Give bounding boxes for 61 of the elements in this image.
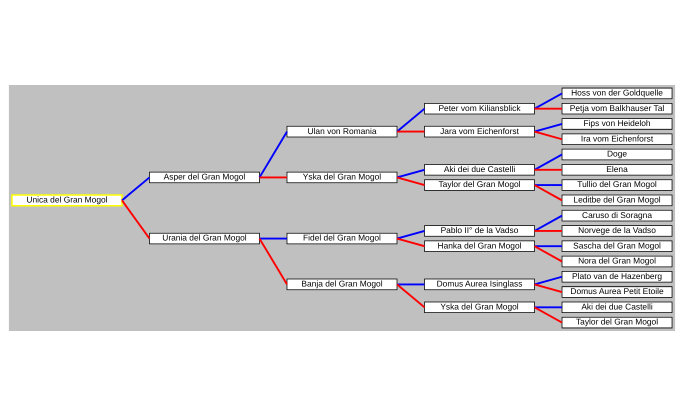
node-box: Jara vom Eichenforst (424, 126, 535, 138)
node-box: Caruso di Soragna (562, 210, 672, 222)
connector (396, 284, 426, 308)
connector (534, 184, 562, 202)
node-box: Asper del Gran Mogol (149, 172, 260, 184)
connector (534, 283, 562, 293)
connector (260, 176, 287, 178)
connector (534, 230, 562, 232)
node-box: Hoss von der Goldquelle (562, 88, 672, 100)
node-box: Domus Aurea Petit Etoile (562, 286, 672, 298)
connector (534, 108, 562, 110)
connector (396, 108, 426, 132)
node-box: Unica del Gran Mogol (11, 194, 123, 206)
connector (534, 130, 562, 140)
node-box: Urania del Gran Mogol (149, 232, 260, 244)
node-box: Yska del Gran Mogol (286, 172, 398, 184)
node-box: Domus Aurea Isinglass (424, 278, 535, 290)
connector (396, 230, 425, 240)
node-box: Tullio del Gran Mogol (562, 179, 672, 191)
connector (534, 306, 562, 324)
connector (397, 130, 424, 133)
node-box: Ira vom Eichenforst (562, 134, 672, 145)
node-box: Aki dei due Castelli (424, 164, 535, 176)
connector (396, 168, 425, 178)
node-box: Elena (562, 164, 672, 176)
node-box: Aki dei due Castelli (562, 302, 672, 314)
connector (534, 184, 562, 186)
node-box: Banja del Gran Mogol (286, 278, 398, 290)
connector (534, 276, 562, 286)
node-box: Yska del Gran Mogol (424, 302, 535, 314)
connector (534, 123, 562, 133)
node-box: Norvege de la Vadso (562, 225, 672, 237)
node-box: Taylor del Gran Mogol (562, 316, 672, 328)
connector (534, 245, 562, 248)
node-box: Pablo II° de la Vadso (424, 225, 535, 237)
connector (534, 245, 562, 262)
node-box: Leditbe del Gran Mogol (562, 194, 672, 206)
connector (121, 200, 150, 240)
node-box: Plato van de Hazenberg (562, 271, 672, 282)
connector (534, 92, 562, 110)
connector (397, 283, 424, 286)
connector (260, 238, 287, 240)
node-box: Doge (562, 148, 672, 160)
connector (258, 131, 288, 178)
connector (396, 176, 425, 186)
node-box: Taylor del Gran Mogol (424, 179, 535, 191)
node-box: Sascha del Gran Mogol (562, 240, 672, 252)
node-box: Ulan von Romania (286, 126, 398, 138)
connector (534, 214, 562, 232)
node-box: Fidel del Gran Mogol (286, 232, 398, 244)
connector (121, 176, 150, 202)
node-box: Fips von Heideloh (562, 118, 672, 130)
node-box: Petja vom Balkhauser Tal (562, 102, 672, 114)
connector (534, 306, 562, 308)
node-box: Hanka del Gran Mogol (424, 240, 535, 252)
connector (396, 238, 425, 248)
connector (534, 168, 562, 171)
connector (534, 154, 562, 171)
node-box: Peter vom Kiliansblick (424, 102, 535, 114)
node-box: Nora del Gran Mogol (562, 256, 672, 268)
connector (258, 238, 288, 285)
